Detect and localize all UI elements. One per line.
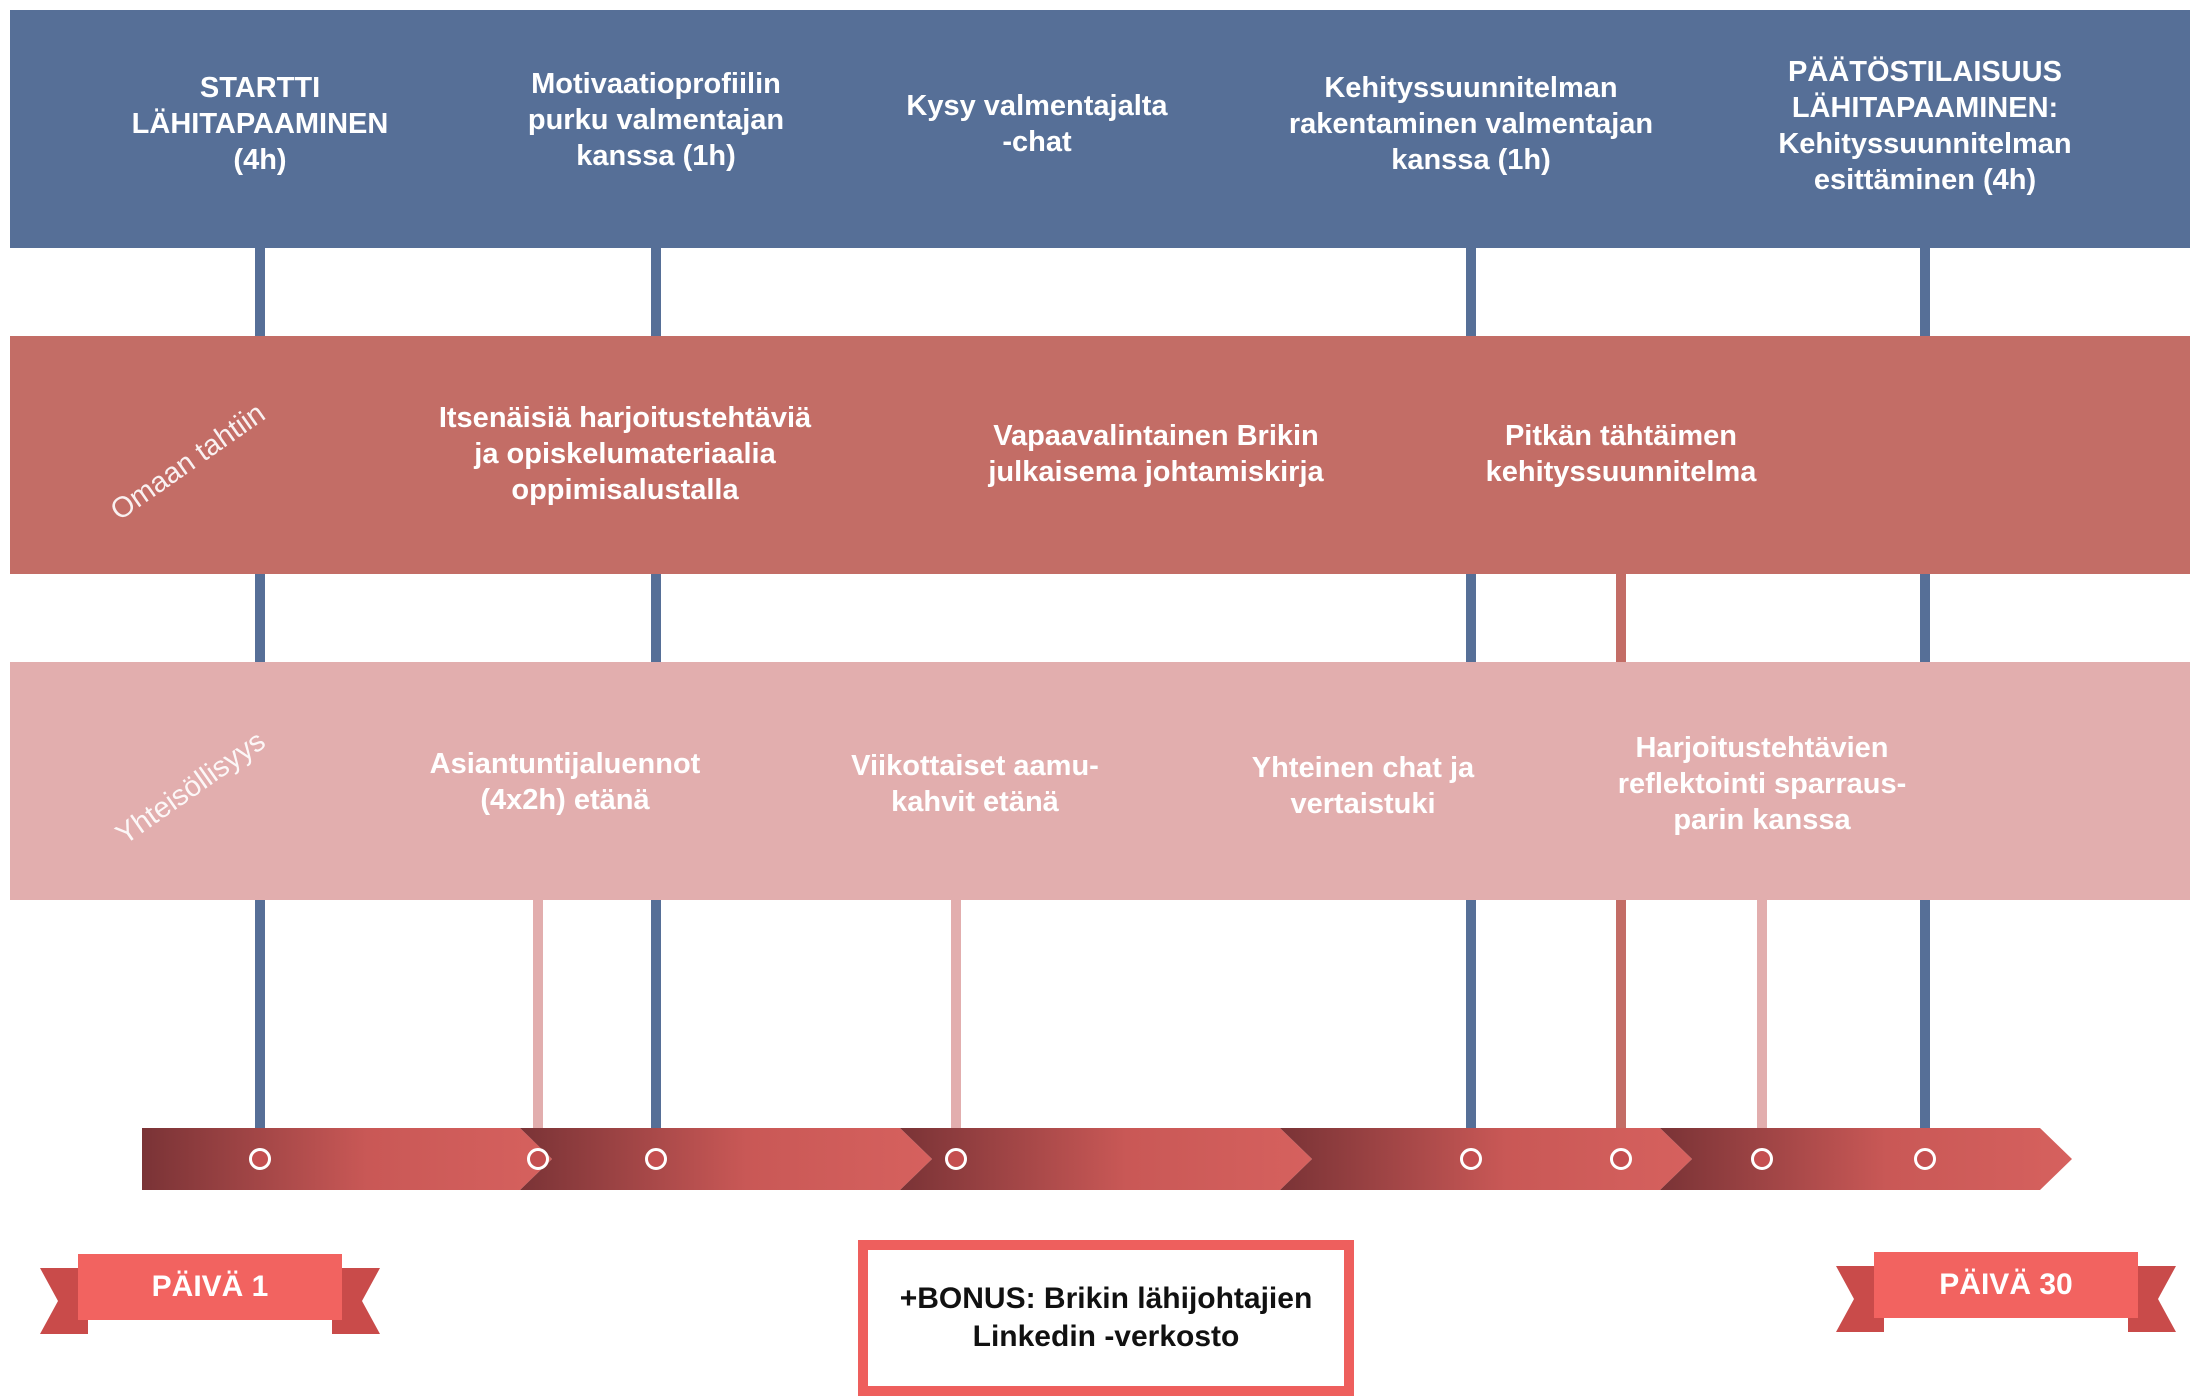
community-asiantuntijaluennot: Asiantuntijaluennot(4x2h) etänä bbox=[429, 748, 701, 816]
timeline-node bbox=[1460, 1148, 1482, 1170]
activity-kysy-valmentajalta: Kysy valmentajalta-chat bbox=[906, 90, 1168, 158]
timeline-node bbox=[645, 1148, 667, 1170]
community-aamukahvit: Viikottaiset aamu-kahvit etänä bbox=[851, 750, 1099, 818]
connector-pitkan bbox=[1616, 574, 1626, 662]
timeline-segment bbox=[1660, 1128, 2072, 1190]
bonus-box: +BONUS: Brikin lähijohtajien Linkedin -v… bbox=[858, 1240, 1354, 1396]
connector-motivaatio bbox=[651, 574, 661, 662]
timeline-node bbox=[527, 1148, 549, 1170]
connector-kehitys bbox=[1466, 248, 1476, 336]
community-band bbox=[10, 662, 2190, 900]
connector-kehitys bbox=[1466, 900, 1476, 1160]
connector-startti bbox=[255, 900, 265, 1160]
connector-motivaatio bbox=[651, 248, 661, 336]
connector-pitkan bbox=[1616, 900, 1626, 1160]
end-day-label: PÄIVÄ 30 bbox=[1939, 1268, 2073, 1301]
timeline-node bbox=[1751, 1148, 1773, 1170]
start-day-label: PÄIVÄ 1 bbox=[151, 1270, 269, 1303]
end-ribbon bbox=[1836, 1252, 2176, 1332]
connector-paatos bbox=[1920, 248, 1930, 336]
connector-startti bbox=[255, 248, 265, 336]
start-ribbon bbox=[40, 1254, 380, 1334]
timeline-node bbox=[945, 1148, 967, 1170]
connector-asiantuntija bbox=[533, 900, 543, 1160]
connector-kehitys bbox=[1466, 574, 1476, 662]
connector-paatos bbox=[1920, 574, 1930, 662]
bonus-line-2: Linkedin -verkosto bbox=[972, 1320, 1240, 1353]
connector-motivaatio bbox=[651, 900, 661, 1160]
timeline-segment bbox=[520, 1128, 932, 1190]
bonus-line-1: +BONUS: Brikin lähijohtajien bbox=[899, 1282, 1313, 1315]
timeline-node bbox=[1610, 1148, 1632, 1170]
connector-paatos bbox=[1920, 900, 1930, 1160]
timeline-segment bbox=[1280, 1128, 1692, 1190]
connector-harjoitus bbox=[1757, 900, 1767, 1160]
activities-band-top bbox=[10, 10, 2190, 248]
timeline-segment bbox=[142, 1128, 552, 1190]
connector-startti bbox=[255, 574, 265, 662]
timeline-node bbox=[249, 1148, 271, 1170]
timeline-segment bbox=[900, 1128, 1312, 1190]
timeline-node bbox=[1914, 1148, 1936, 1170]
connector-viikottaiset bbox=[951, 900, 961, 1160]
self-paced-band bbox=[10, 336, 2190, 574]
